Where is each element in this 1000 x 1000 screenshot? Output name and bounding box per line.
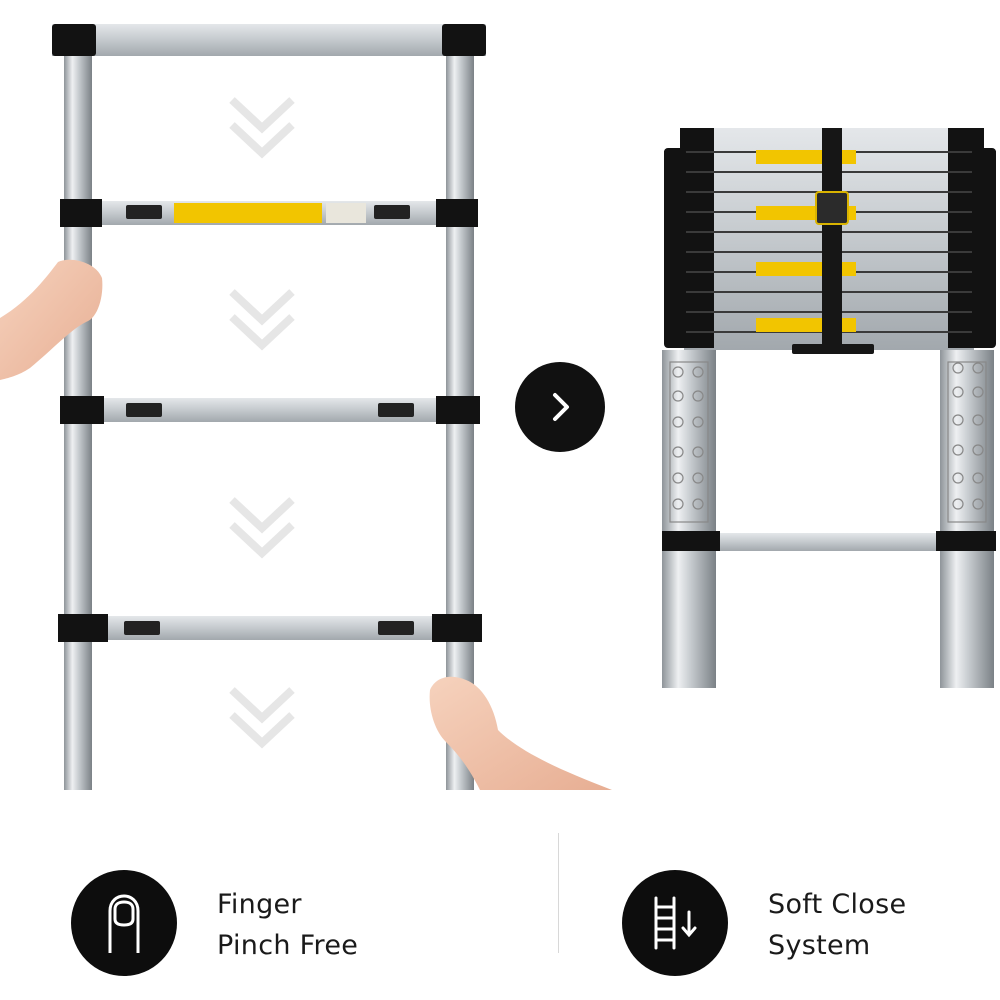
product-image-area xyxy=(0,24,996,790)
ladder-down-arrow-icon xyxy=(654,896,697,950)
feature-soft-close-text: Soft Close System xyxy=(768,884,906,966)
right-hand xyxy=(429,676,612,790)
next-button[interactable] xyxy=(515,362,605,452)
feature-divider xyxy=(558,833,559,953)
chevron-right-icon xyxy=(553,393,569,421)
feature-finger-pinch-text: Finger Pinch Free xyxy=(217,884,358,966)
feature-bar: Finger Pinch Free Soft Close System xyxy=(0,790,1000,1000)
collapsed-ladder xyxy=(662,128,996,688)
finger-pinch-icon-badge xyxy=(71,870,177,976)
finger-icon xyxy=(108,894,140,953)
product-photo xyxy=(0,24,996,790)
feature-line-1: Soft Close xyxy=(768,889,907,920)
feature-line-1: Finger xyxy=(217,889,302,920)
down-chevrons-icon xyxy=(229,97,295,749)
extended-ladder xyxy=(0,24,612,790)
feature-line-2: Pinch Free xyxy=(217,930,359,961)
soft-close-icon-badge xyxy=(622,870,728,976)
feature-line-2: System xyxy=(768,930,871,961)
left-hand xyxy=(0,259,103,380)
